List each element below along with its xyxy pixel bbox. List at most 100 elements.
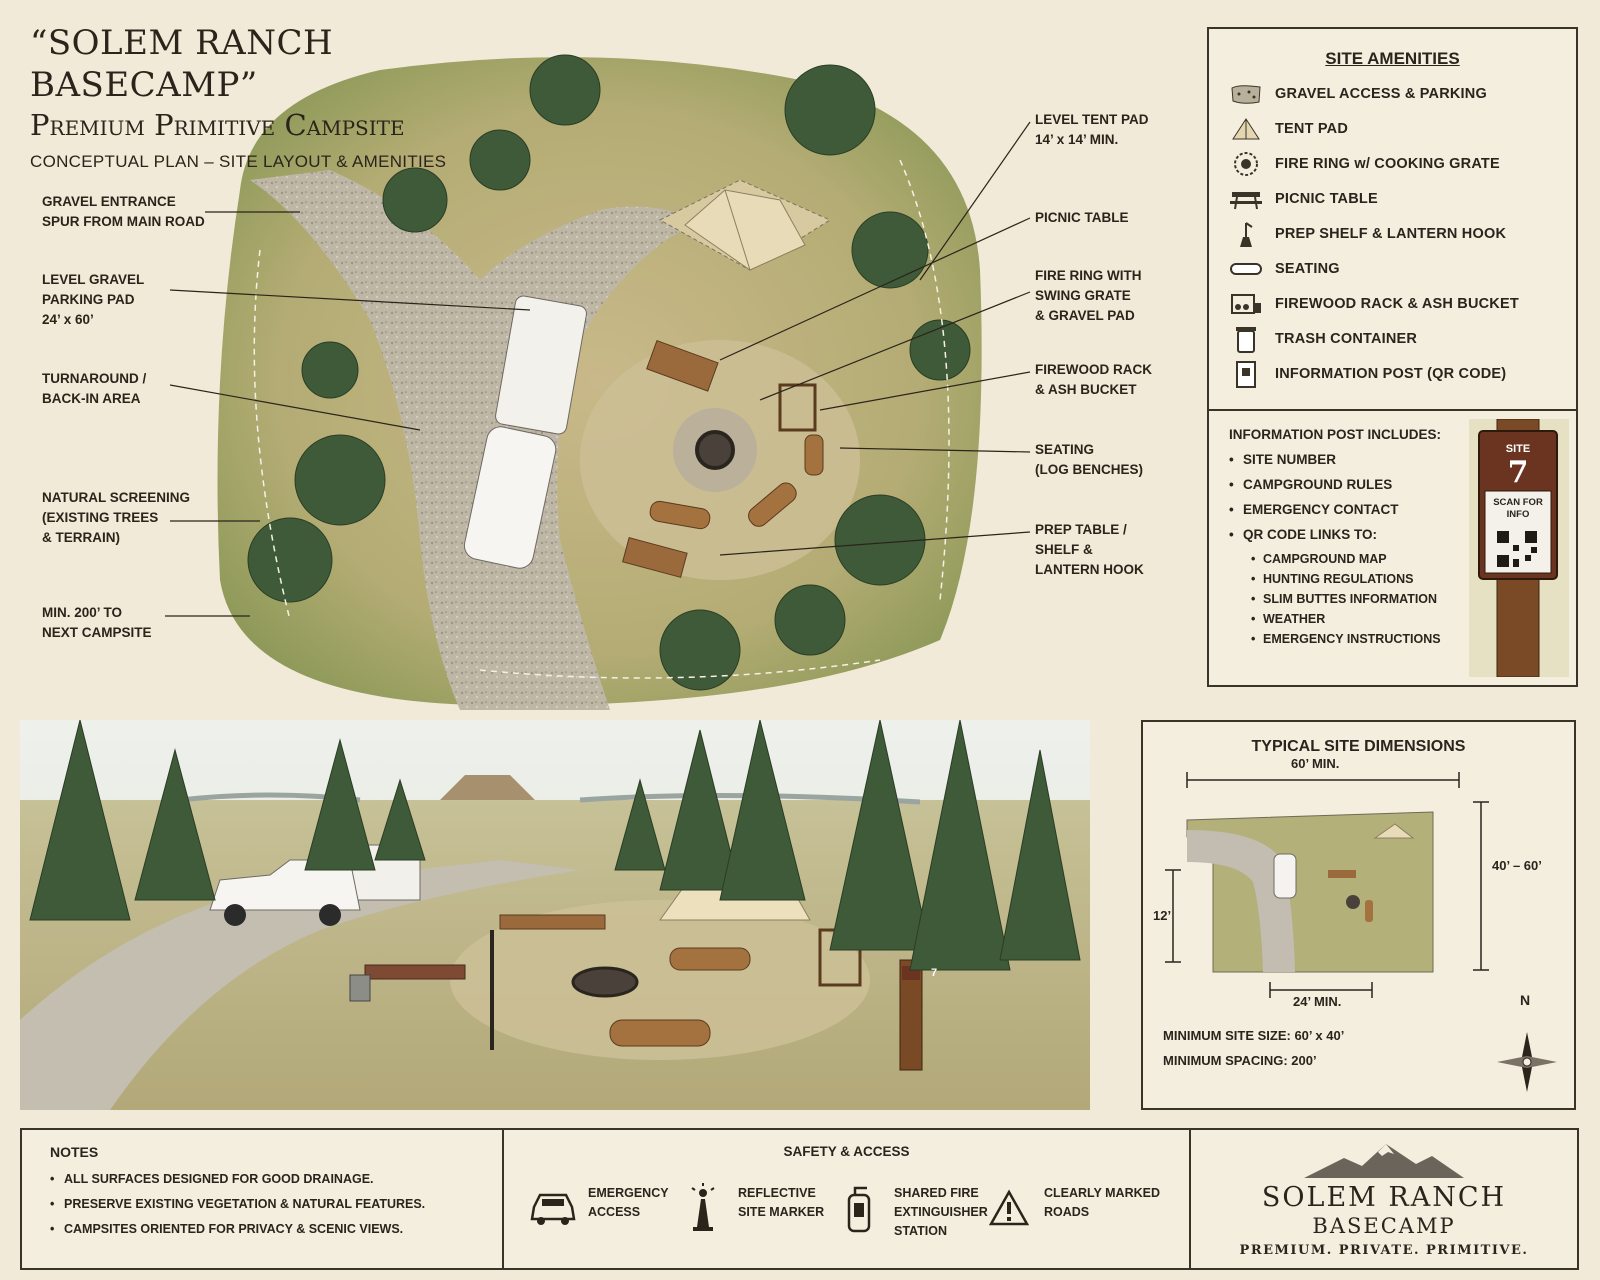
depth-dimension-label: 40’ – 60’ bbox=[1492, 858, 1542, 873]
gravel-icon bbox=[1229, 80, 1263, 108]
qr-link-item: SLIM BUTTES INFORMATION bbox=[1251, 592, 1469, 606]
entrance-dimension-label: 12’ bbox=[1153, 908, 1172, 923]
width-dimension-label: 60’ MIN. bbox=[1291, 756, 1340, 771]
info-post-heading: INFORMATION POST INCLUDES: bbox=[1229, 427, 1441, 442]
trash-icon bbox=[1229, 325, 1263, 353]
amenity-item: PICNIC TABLE bbox=[1229, 184, 1378, 214]
info-post-icon bbox=[1229, 360, 1263, 388]
trash-container bbox=[349, 974, 371, 1002]
fire-ring bbox=[695, 430, 735, 470]
typical-site-dimensions-panel: TYPICAL SITE DIMENSIONS bbox=[1141, 720, 1576, 1110]
notes-heading: NOTES bbox=[50, 1144, 99, 1160]
reflective-marker-icon bbox=[676, 1182, 730, 1234]
sign-site-label: SITE bbox=[1505, 443, 1531, 455]
qr-link-item: EMERGENCY INSTRUCTIONS bbox=[1251, 632, 1469, 646]
dimensions-heading: TYPICAL SITE DIMENSIONS bbox=[1251, 738, 1466, 755]
camp-area bbox=[450, 900, 870, 1060]
extinguisher-icon bbox=[832, 1182, 886, 1234]
callout-seating: SEATING(LOG BENCHES) bbox=[1035, 442, 1143, 477]
info-item: SITE NUMBER bbox=[1229, 452, 1469, 467]
callout-picnic-table: PICNIC TABLE bbox=[1035, 210, 1129, 225]
butte bbox=[440, 775, 535, 800]
amenity-item: TENT PAD bbox=[1229, 114, 1348, 144]
site-boundary bbox=[253, 159, 950, 679]
page-title: “SOLEM RANCH BASECAMP” bbox=[30, 23, 334, 105]
log-bench bbox=[748, 482, 797, 527]
brand-subname: BASECAMP bbox=[1312, 1214, 1456, 1238]
log-bench-icon bbox=[1229, 255, 1263, 283]
brand-tagline: PREMIUM. PRIVATE. PRIMITIVE. bbox=[1239, 1243, 1529, 1258]
callout-firewood-rack: FIREWOOD RACK& ASH BUCKET bbox=[1035, 362, 1152, 397]
lantern-hook-icon bbox=[1229, 220, 1263, 248]
info-item: EMERGENCY CONTACT bbox=[1229, 502, 1469, 517]
qr-code-icon bbox=[1493, 532, 1545, 568]
mountain-logo-icon bbox=[1304, 1144, 1464, 1178]
note-item: PRESERVE EXISTING VEGETATION & NATURAL F… bbox=[50, 1197, 425, 1211]
note-item: ALL SURFACES DESIGNED FOR GOOD DRAINAGE. bbox=[50, 1172, 425, 1186]
amenity-item: FIREWOOD RACK & ASH BUCKET bbox=[1229, 289, 1519, 319]
tent-icon bbox=[1229, 115, 1263, 143]
plan-label: CONCEPTUAL PLAN – SITE LAYOUT & AMENITIE… bbox=[30, 152, 447, 171]
warning-icon bbox=[982, 1182, 1036, 1234]
pad-dimension-label: 24’ MIN. bbox=[1293, 994, 1342, 1009]
amenity-item: GRAVEL ACCESS & PARKING bbox=[1229, 79, 1487, 109]
gravel-road bbox=[250, 170, 700, 710]
firewood-rack-icon bbox=[1229, 290, 1263, 318]
amenities-divider bbox=[1209, 409, 1576, 411]
safety-heading: SAFETY & ACCESS bbox=[783, 1144, 910, 1159]
site-dimension-diagram bbox=[1165, 772, 1557, 1092]
callout-turnaround: TURNAROUND /BACK-IN AREA bbox=[42, 371, 147, 406]
amenity-item: TRASH CONTAINER bbox=[1229, 324, 1417, 354]
callout-prep-table: PREP TABLE /SHELF &LANTERN HOOK bbox=[1035, 522, 1144, 577]
footer-band: NOTES ALL SURFACES DESIGNED FOR GOOD DRA… bbox=[20, 1128, 1579, 1270]
log-bench bbox=[609, 1019, 711, 1047]
trailer bbox=[495, 295, 587, 435]
campsite-perspective-illustration bbox=[20, 720, 1090, 1110]
fire-ring bbox=[571, 966, 639, 998]
log-bench bbox=[669, 947, 751, 971]
title-block: “SOLEM RANCH BASECAMP” Premium Primitive… bbox=[30, 22, 550, 172]
callout-natural-screening: NATURAL SCREENING(EXISTING TREES& TERRAI… bbox=[42, 490, 191, 545]
amenity-item: FIRE RING w/ COOKING GRATE bbox=[1229, 149, 1500, 179]
amenity-item: INFORMATION POST (QR CODE) bbox=[1229, 359, 1506, 389]
site-amenities-panel: SITE AMENITIES GRAVEL ACCESS & PARKING T… bbox=[1207, 27, 1578, 687]
landscape-post-number: 7 bbox=[930, 967, 938, 979]
info-item: CAMPGROUND RULES bbox=[1229, 477, 1469, 492]
brand-name: SOLEM RANCH bbox=[1261, 1182, 1507, 1213]
prep-table bbox=[364, 964, 466, 980]
north-label: N bbox=[1520, 992, 1531, 1008]
info-post-details: INFORMATION POST INCLUDES: SITE NUMBER C… bbox=[1229, 427, 1469, 652]
north-arrow-icon bbox=[1497, 1032, 1557, 1092]
sign-site-number: 7 bbox=[1507, 455, 1529, 490]
log-bench bbox=[649, 500, 711, 530]
qr-link-item: CAMPGROUND MAP bbox=[1251, 552, 1469, 566]
picnic-table-icon bbox=[1229, 185, 1263, 213]
callout-leader-lines bbox=[165, 121, 1031, 617]
info-item: QR CODE LINKS TO: bbox=[1229, 527, 1469, 542]
min-site-size: MINIMUM SITE SIZE: 60’ x 40’ bbox=[1163, 1028, 1345, 1043]
picnic-table bbox=[646, 340, 719, 392]
brand-block: SOLEM RANCH BASECAMP PREMIUM. PRIVATE. P… bbox=[1191, 1130, 1577, 1268]
qr-link-item: HUNTING REGULATIONS bbox=[1251, 572, 1469, 586]
notes-panel: NOTES ALL SURFACES DESIGNED FOR GOOD DRA… bbox=[22, 1130, 504, 1268]
min-spacing: MINIMUM SPACING: 200’ bbox=[1163, 1053, 1317, 1068]
site-plan-illustration bbox=[217, 54, 982, 710]
log-bench bbox=[804, 434, 824, 476]
prep-table bbox=[622, 537, 688, 578]
amenity-item: SEATING bbox=[1229, 254, 1340, 284]
truck bbox=[463, 426, 557, 569]
fire-ring-icon bbox=[1229, 150, 1263, 178]
qr-link-item: WEATHER bbox=[1251, 612, 1469, 626]
